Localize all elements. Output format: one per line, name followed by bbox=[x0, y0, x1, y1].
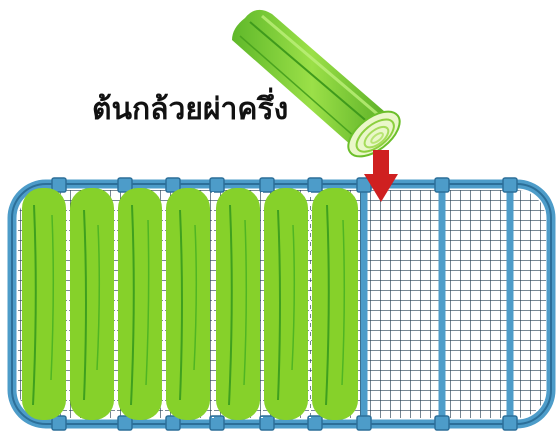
stalk-cut-end bbox=[347, 110, 401, 158]
stalk-half-2 bbox=[70, 188, 114, 420]
down-arrow-icon bbox=[364, 150, 398, 202]
frame-joints bbox=[51, 177, 518, 431]
stalk-half-7 bbox=[312, 188, 358, 420]
stalk-half-6 bbox=[264, 188, 308, 420]
stalk-half-4 bbox=[166, 188, 210, 420]
diagram-label: ต้นกล้วยผ่าครึ่ง bbox=[92, 92, 289, 127]
stalk-half-3 bbox=[118, 188, 162, 420]
banana-stalk-falling bbox=[232, 9, 401, 158]
banana-stalk-halves bbox=[22, 188, 358, 420]
stalk-half-5 bbox=[216, 188, 260, 420]
stalk-separators bbox=[67, 192, 311, 418]
stalk-half-1 bbox=[22, 188, 66, 420]
frame-dividers bbox=[360, 186, 514, 422]
